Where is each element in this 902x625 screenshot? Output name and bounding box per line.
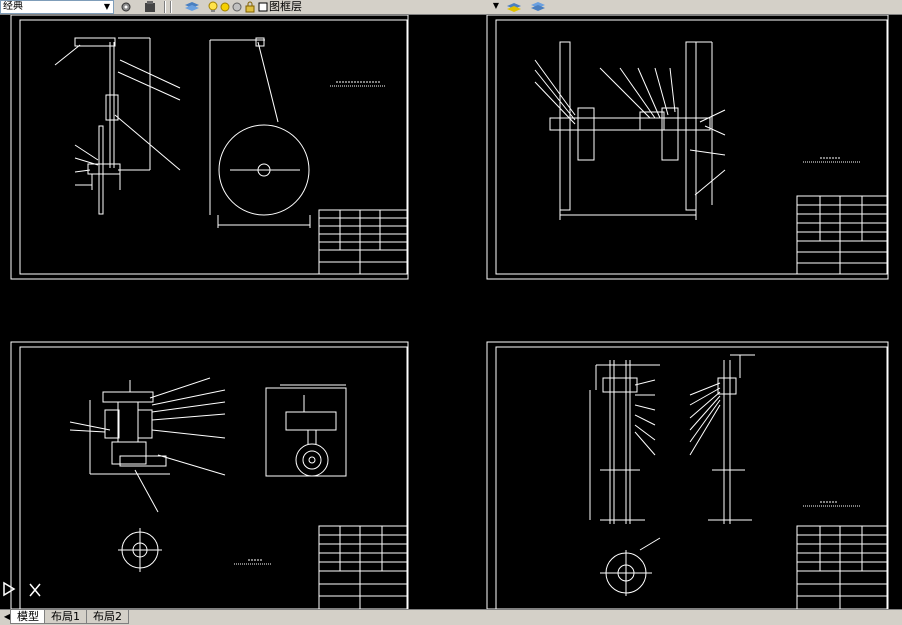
drawing-sheet-3 — [10, 341, 409, 609]
workspace-settings-icon[interactable] — [118, 0, 134, 14]
drawing-sheet-1 — [10, 15, 409, 280]
tab-layout2[interactable]: 布局2 — [86, 610, 129, 624]
tab-layout1[interactable]: 布局1 — [44, 610, 87, 624]
layout-tab-bar: ◀ 模型 布局1 布局2 — [0, 609, 902, 625]
toolbar-separator — [170, 1, 172, 13]
workspace-value: 经典 — [3, 1, 23, 12]
drawing-canvas[interactable] — [0, 15, 902, 609]
layer-manager-icon[interactable] — [184, 0, 200, 14]
drawing-sheet-2 — [486, 15, 889, 280]
lightbulb-icon — [208, 1, 218, 14]
freeze-icon — [232, 1, 242, 14]
layer-dropdown[interactable]: 图框层 ▼ — [208, 0, 502, 14]
lock-icon — [244, 1, 256, 14]
drawing-sheet-4 — [486, 341, 889, 609]
layer-value: 图框层 — [269, 0, 302, 13]
chevron-down-icon[interactable]: ▼ — [101, 1, 113, 13]
workspace-dropdown[interactable]: 经典 ▼ — [0, 0, 114, 14]
toolbar-customize-icon[interactable] — [142, 0, 158, 14]
toolbar-separator — [164, 1, 166, 13]
layer-previous-icon[interactable] — [530, 0, 546, 14]
ucs-icon — [3, 581, 41, 597]
color-swatch-icon — [258, 1, 268, 14]
tab-model[interactable]: 模型 — [10, 610, 46, 624]
chevron-down-icon[interactable]: ▼ — [492, 1, 500, 10]
tab-scroll-left-icon[interactable]: ◀ — [3, 612, 11, 621]
sun-icon — [220, 1, 230, 14]
toolbar: 经典 ▼ 图框层 ▼ — [0, 0, 902, 15]
make-current-layer-icon[interactable] — [506, 0, 522, 14]
